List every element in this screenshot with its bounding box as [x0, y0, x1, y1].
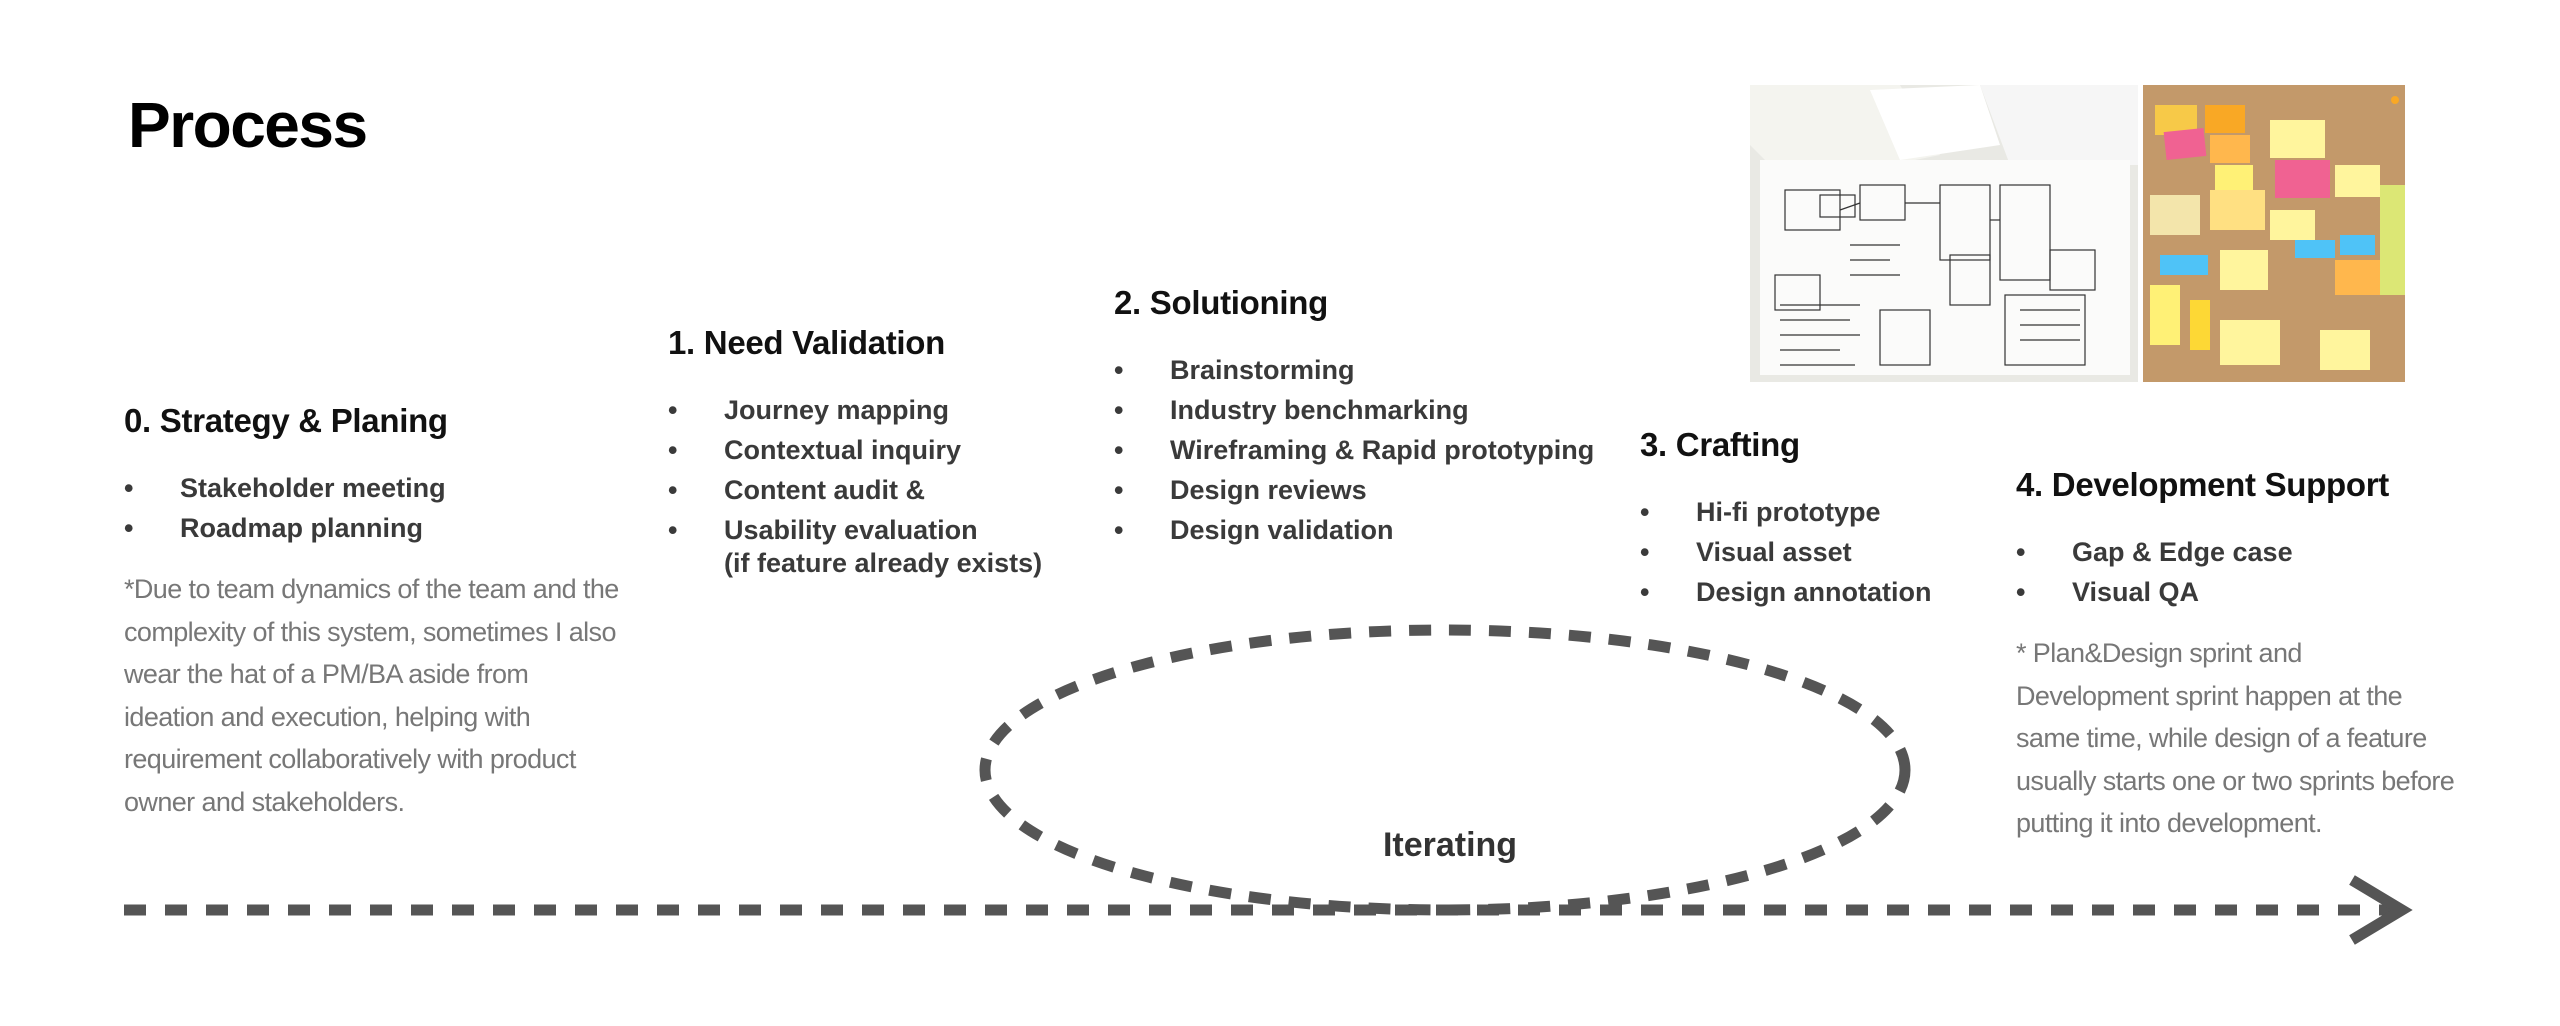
stage-list: •Stakeholder meeting •Roadmap planning	[124, 468, 644, 548]
stage-heading: 1. Need Validation	[668, 324, 946, 361]
bullet-icon: •	[668, 395, 678, 425]
stage-note: * Plan&Design sprint and Development spr…	[2016, 638, 2455, 838]
list-item: •Hi-fi prototype	[1640, 492, 2000, 532]
list-item: •Content audit &	[668, 470, 1088, 510]
bullet-icon: •	[1114, 355, 1124, 385]
bullet-icon: •	[1114, 395, 1124, 425]
page-title: Process	[128, 89, 368, 161]
bullet-icon: •	[124, 473, 134, 503]
workshop-photo-image	[1750, 85, 2405, 382]
bullet-icon: •	[124, 513, 134, 543]
bullet-icon: •	[2016, 577, 2026, 607]
stage-heading: 3. Crafting	[1640, 426, 1800, 463]
stage-strategy: 0. Strategy & Planing •Stakeholder meeti…	[124, 402, 644, 823]
list-item: •Journey mapping	[668, 390, 1088, 430]
stage-solutioning: 2. Solutioning •Brainstorming •Industry …	[1114, 284, 1634, 550]
stage-heading: 4. Development Support	[2016, 466, 2389, 503]
iterating-label: Iterating	[1382, 826, 1518, 864]
bullet-icon: •	[1114, 515, 1124, 545]
stage-list: •Journey mapping •Contextual inquiry •Co…	[668, 390, 1088, 580]
stage-development-support: 4. Development Support •Gap & Edge case …	[2016, 466, 2456, 845]
list-item: •Wireframing & Rapid prototyping	[1114, 430, 1634, 470]
stage-heading: 0. Strategy & Planing	[124, 402, 448, 439]
list-item: •Design reviews	[1114, 470, 1634, 510]
stage-heading: 2. Solutioning	[1114, 284, 1328, 321]
bullet-icon: •	[1640, 537, 1650, 567]
list-item: •Design annotation	[1640, 572, 2000, 612]
bullet-icon: •	[1114, 475, 1124, 505]
list-item-sub: (if feature already exists)	[724, 548, 1043, 578]
bullet-icon: •	[1640, 577, 1650, 607]
bullet-icon: •	[668, 435, 678, 465]
stage-need-validation: 1. Need Validation •Journey mapping •Con…	[668, 324, 1088, 580]
stage-list: •Gap & Edge case •Visual QA	[2016, 532, 2456, 612]
process-photo	[1750, 85, 2405, 382]
bullet-icon: •	[668, 515, 678, 545]
list-item: •Contextual inquiry	[668, 430, 1088, 470]
stage-note: *Due to team dynamics of the team and th…	[124, 574, 619, 817]
arrow-head-icon	[2349, 875, 2413, 945]
bullet-icon: •	[1640, 497, 1650, 527]
list-item: •Brainstorming	[1114, 350, 1634, 390]
iteration-loop-icon	[979, 624, 1911, 916]
list-item: •Industry benchmarking	[1114, 390, 1634, 430]
stage-list: •Hi-fi prototype •Visual asset •Design a…	[1640, 492, 2000, 612]
bullet-icon: •	[668, 475, 678, 505]
stage-list: •Brainstorming •Industry benchmarking •W…	[1114, 350, 1634, 550]
stage-crafting: 3. Crafting •Hi-fi prototype •Visual ass…	[1640, 426, 2000, 612]
bullet-icon: •	[1114, 435, 1124, 465]
list-item: •Usability evaluation(if feature already…	[668, 514, 1088, 580]
bullet-icon: •	[2016, 537, 2026, 567]
list-item: •Design validation	[1114, 510, 1634, 550]
list-item: •Visual QA	[2016, 572, 2456, 612]
list-item: •Visual asset	[1640, 532, 2000, 572]
list-item: •Stakeholder meeting	[124, 468, 644, 508]
list-item: •Roadmap planning	[124, 508, 644, 548]
list-item: •Gap & Edge case	[2016, 532, 2456, 572]
